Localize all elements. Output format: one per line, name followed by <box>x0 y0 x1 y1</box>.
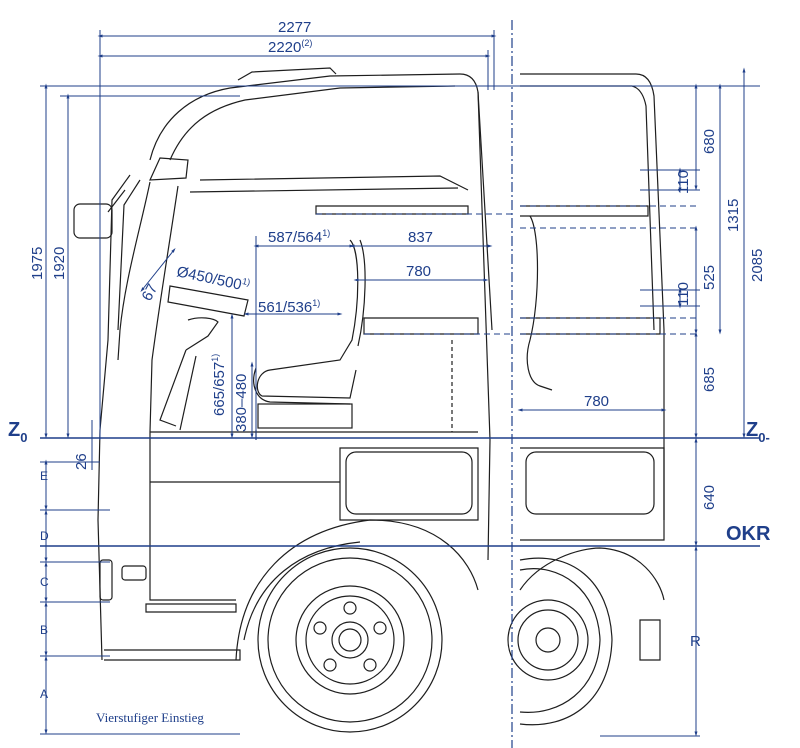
dist-587-label: 587/5641) <box>268 228 330 246</box>
wheel-diameter-label: Ø450/5001) <box>175 262 251 295</box>
left-dimension-labels: 1975 1920 26 67 <box>29 247 161 470</box>
seat-780-label: 780 <box>406 263 431 280</box>
rear-roof-inner <box>520 85 655 331</box>
seat-837-label: 837 <box>408 229 433 246</box>
cab-front-inner <box>117 179 141 331</box>
okr-label: OKR <box>726 523 771 545</box>
step-labels: E D C B A <box>40 469 49 701</box>
driver-seat <box>253 239 366 429</box>
steering-wheel <box>159 285 249 431</box>
rear-lower-panel <box>520 447 665 520</box>
step-a-label: A <box>40 687 48 701</box>
cab-front <box>97 174 131 661</box>
z0-left-label: Z0 <box>8 419 27 445</box>
height-1920-label: 1920 <box>51 247 68 280</box>
r-label: R <box>690 633 701 650</box>
height-665-label: 665/6571) <box>210 354 228 416</box>
step-b-label: B <box>40 623 48 637</box>
dimension-lines <box>44 30 746 737</box>
height-380-label: 380–480 <box>233 374 250 432</box>
roof-inner-line <box>169 85 456 161</box>
lower-panel <box>339 447 479 521</box>
windshield-inner <box>149 185 179 433</box>
h-685-label: 685 <box>701 367 718 392</box>
caption: Vierstufiger Einstieg <box>96 710 204 725</box>
z0-right-label: Z0- <box>746 419 770 445</box>
h-110-top-label: 110 <box>675 170 692 194</box>
step-d-label: D <box>40 529 49 543</box>
mirror <box>73 203 113 239</box>
upper-bunk <box>315 205 469 215</box>
step-e-label: E <box>40 469 48 483</box>
step-26-label: 26 <box>73 453 90 470</box>
rear-lower-bunk <box>520 317 661 335</box>
reference-lines <box>40 85 760 737</box>
side-storage-panel <box>345 451 473 515</box>
rear-seat <box>526 215 553 391</box>
front-wheel <box>257 547 443 733</box>
step-c-label: C <box>40 575 49 589</box>
roof-spoiler <box>237 67 337 81</box>
sunvisor <box>149 157 189 181</box>
h-110-bottom-label: 110 <box>675 282 692 306</box>
reference-labels: Z0 Z0- OKR <box>8 419 771 545</box>
top-dimension-labels: 2277 2220(2) <box>268 19 312 56</box>
height-1975-label: 1975 <box>29 247 46 280</box>
fender-front <box>235 519 479 661</box>
mirror-arm <box>107 189 126 213</box>
cab-back <box>477 91 491 561</box>
h-2085-label: 2085 <box>749 249 766 282</box>
rear-fender <box>519 547 665 601</box>
angle-67-label: 67 <box>139 281 162 304</box>
h-1315-label: 1315 <box>725 199 742 232</box>
entry-steps <box>99 559 241 661</box>
h-525-label: 525 <box>701 265 718 290</box>
h-640-label: 640 <box>701 485 718 510</box>
interior-dimension-labels: Ø450/5001) 587/5641) 837 780 561/5361) 6… <box>175 228 609 432</box>
inner-length-label: 2220(2) <box>268 38 312 56</box>
rear-wheel <box>507 557 613 726</box>
door-outline <box>149 432 236 601</box>
interior-bunk-line <box>189 187 459 193</box>
rear-mudflap <box>639 619 661 661</box>
lower-bunk <box>363 317 479 335</box>
h-680-label: 680 <box>701 129 718 154</box>
cab-side-view <box>73 67 493 733</box>
rear-780-label: 780 <box>584 393 609 410</box>
rear-upper-bunk <box>520 205 649 217</box>
rear-roof <box>520 73 665 541</box>
side-upper-line <box>199 175 469 191</box>
rear-storage-panel <box>525 451 655 515</box>
dist-561-label: 561/5361) <box>258 298 320 316</box>
fender-line-2 <box>243 541 361 641</box>
right-dimension-labels: 680 110 525 110 685 1315 2085 640 R <box>675 129 766 650</box>
cab-roof <box>149 73 493 331</box>
windshield <box>117 181 151 361</box>
cab-rear-view <box>507 73 665 726</box>
overall-length-label: 2277 <box>278 19 311 36</box>
